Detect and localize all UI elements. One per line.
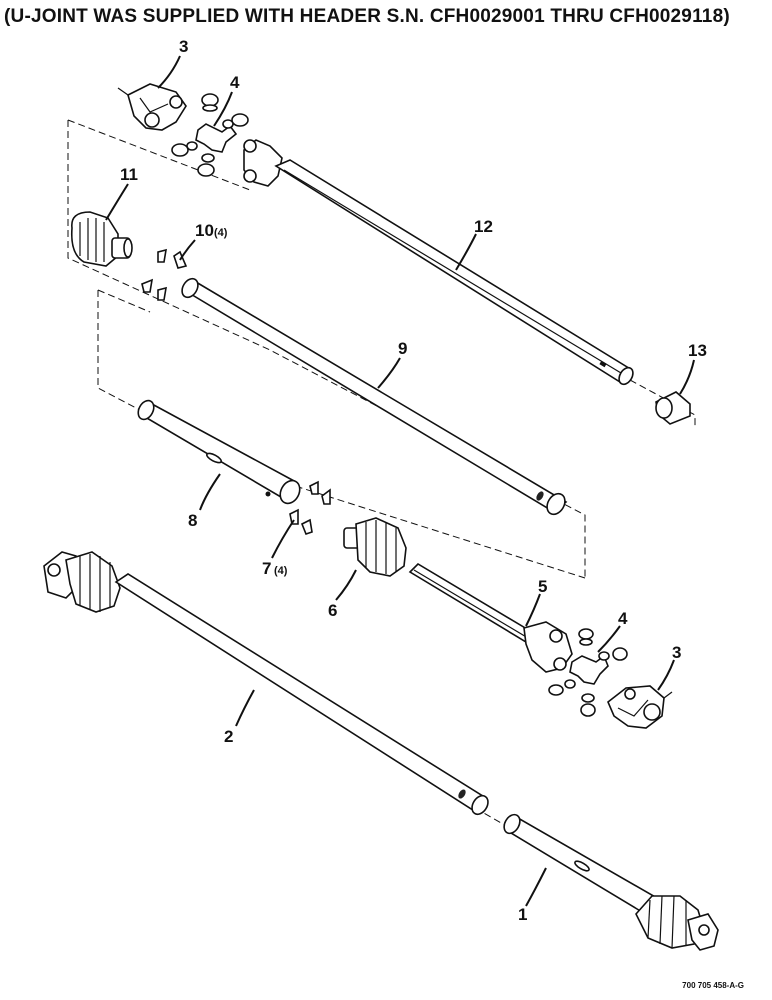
shield-cone-upper [70, 211, 133, 267]
callout-3-upper: 3 [179, 37, 188, 56]
inner-shield-tube [137, 399, 301, 505]
retainer-screws-upper [141, 248, 188, 301]
callout-4-upper: 4 [230, 73, 240, 92]
callout-13: 13 [688, 341, 707, 360]
drawing-code: 700 705 458-A-G [682, 981, 744, 990]
callout-10-qty: (4) [214, 227, 228, 239]
callout-3-lower: 3 [672, 643, 681, 662]
retainer-screws-lower [289, 480, 331, 535]
cross-bearing-kit-lower [548, 628, 628, 717]
inner-shaft-with-yoke [243, 139, 634, 386]
yoke-lower [607, 685, 673, 729]
callout-10: 10 [195, 221, 214, 240]
bushing [655, 391, 691, 425]
callout-2: 2 [224, 727, 233, 746]
outer-half-assembly [43, 551, 489, 816]
callout-12: 12 [474, 217, 493, 236]
callout-5: 5 [538, 577, 547, 596]
inner-half-assembly [503, 813, 719, 951]
callout-7-qty: (4) [274, 565, 288, 577]
outer-shaft-with-yoke [408, 562, 573, 673]
callout-11: 11 [120, 165, 138, 184]
outer-shield-tube [181, 277, 568, 516]
callout-7: 7 [262, 559, 271, 578]
callout-9: 9 [398, 339, 407, 358]
leader-lines [105, 55, 695, 907]
callout-labels: 3 4 11 10 (4) 12 13 9 8 7 (4) 6 5 4 3 2 … [120, 37, 707, 924]
callout-6: 6 [328, 601, 337, 620]
page-title: (U-JOINT WAS SUPPLIED WITH HEADER S.N. C… [4, 6, 730, 27]
callout-1: 1 [518, 905, 527, 924]
callout-8: 8 [188, 511, 197, 530]
yoke-upper [117, 83, 187, 131]
cross-bearing-kit-upper [171, 93, 249, 177]
shield-cone-lower [343, 517, 407, 577]
callout-4-lower: 4 [618, 609, 628, 628]
